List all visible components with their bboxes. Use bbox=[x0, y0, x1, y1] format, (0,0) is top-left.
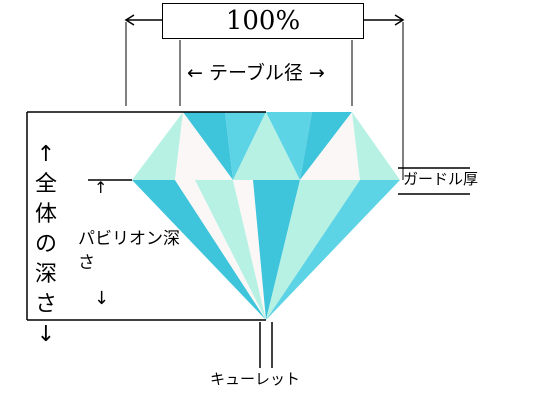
crown-facet bbox=[266, 112, 312, 180]
pavilion-facet bbox=[266, 180, 400, 320]
pavilion-facet bbox=[132, 180, 266, 320]
pavilion-arrow-down: ↓ bbox=[94, 288, 110, 309]
crown-facet bbox=[175, 112, 233, 180]
crown-facet bbox=[132, 112, 183, 180]
crown-facet bbox=[300, 112, 360, 180]
pavilion-facet bbox=[175, 180, 266, 320]
culet-label: キューレット bbox=[210, 370, 301, 388]
crown-facet bbox=[183, 112, 233, 180]
girdle-thickness-label: ガードル厚 bbox=[403, 170, 479, 188]
table-diameter-label: ← テーブル径 → bbox=[187, 62, 325, 84]
total-depth-label: ↑全体の深さ↓ bbox=[34, 142, 57, 347]
arrowhead-right bbox=[394, 14, 405, 26]
crown-facet bbox=[225, 112, 266, 180]
arrowhead-left bbox=[124, 14, 135, 26]
total-width-percent: 100% bbox=[162, 3, 364, 39]
pavilion-facet bbox=[253, 180, 300, 320]
pavilion-facet bbox=[233, 180, 266, 320]
pavilion-arrow-up: ↑ bbox=[94, 178, 108, 197]
crown-facet bbox=[352, 112, 400, 180]
pavilion-facet bbox=[195, 180, 266, 320]
pavilion-depth-label: パビリオン深さ bbox=[78, 229, 180, 273]
crown-facet bbox=[233, 112, 300, 180]
